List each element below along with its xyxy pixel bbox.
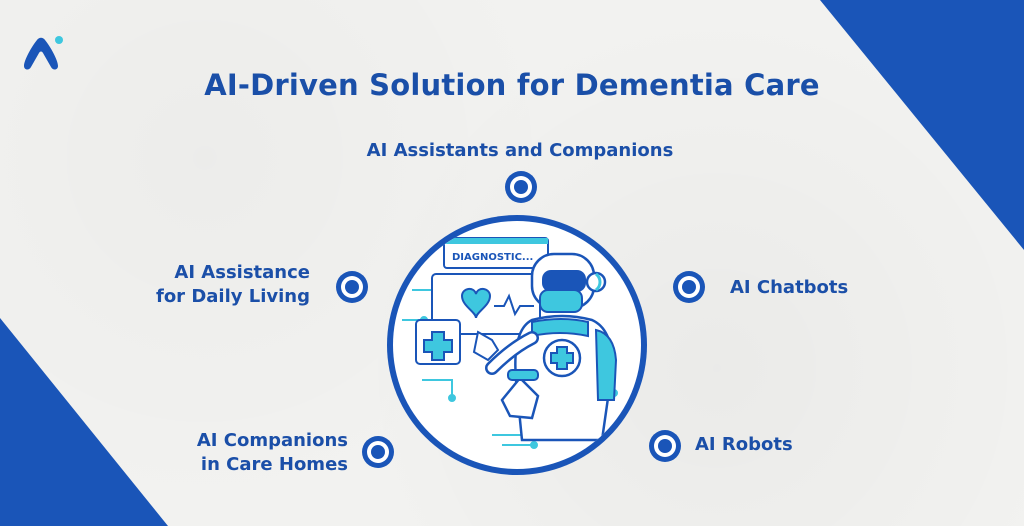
target-circle-icon bbox=[360, 434, 396, 470]
bottom-left-blue-shape bbox=[0, 318, 168, 526]
target-circle-icon bbox=[334, 269, 370, 305]
label-ai-robots: AI Robots bbox=[695, 434, 793, 455]
label-ai-assistants: AI Assistants and Companions bbox=[366, 140, 674, 161]
label-line: for Daily Living bbox=[155, 286, 310, 307]
target-circle-icon bbox=[671, 269, 707, 305]
robot-head bbox=[530, 252, 607, 313]
label-line: AI Assistance bbox=[174, 262, 310, 283]
robot-arm bbox=[472, 330, 540, 420]
pulse-line bbox=[494, 293, 534, 317]
page-title: AI-Driven Solution for Dementia Care bbox=[204, 68, 820, 102]
label-line: AI Companions bbox=[196, 430, 348, 451]
label-ai-chatbots: AI Chatbots bbox=[730, 277, 849, 298]
label-ai-assistance-daily-living: AI Assistance for Daily Living bbox=[120, 261, 310, 309]
target-circle-icon bbox=[503, 169, 539, 205]
robot-doctor-illustration: DIAGNOSTIC... bbox=[387, 215, 647, 475]
brand-logo-icon[interactable] bbox=[18, 34, 66, 74]
label-ai-companions-care-homes: AI Companions in Care Homes bbox=[150, 429, 348, 477]
top-right-blue-shape bbox=[820, 0, 1024, 250]
robot-body bbox=[514, 314, 618, 442]
label-line: in Care Homes bbox=[200, 454, 348, 475]
heart-icon bbox=[460, 288, 492, 319]
medical-cross-icon bbox=[423, 331, 453, 361]
diagnostic-text: DIAGNOSTIC... bbox=[452, 252, 533, 263]
target-circle-icon bbox=[647, 428, 683, 464]
